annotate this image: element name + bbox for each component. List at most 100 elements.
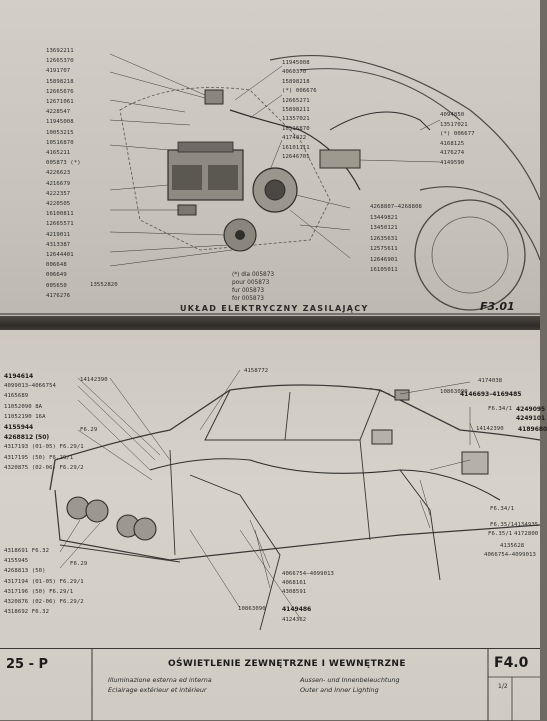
bottom-left-part-2: 4165689 bbox=[4, 393, 29, 400]
label-14142390-b: 14142390 bbox=[476, 426, 504, 432]
top-mid-part-3: (*) 006676 bbox=[282, 88, 317, 95]
subtitle-german: Aussen- und Innenbeleuchtung bbox=[300, 676, 400, 684]
label-f6-35-1-a: F6.35/1 bbox=[490, 522, 515, 528]
bottom-left-lower-part-5: 4320876 (02-06) F6.29/2 bbox=[4, 599, 84, 605]
top-left-part-3: 15898218 bbox=[46, 78, 74, 85]
top-left-part-10: 4165211 bbox=[46, 150, 71, 156]
figure-code: F4.0 bbox=[494, 655, 529, 671]
top-mid-part-4: 12665271 bbox=[282, 97, 310, 104]
bottom-left-lower-part-3: 4317194 (01-05) F6.29/1 bbox=[4, 578, 84, 585]
bottom-left-part-8: 4317195 (50) F6.29/1 bbox=[4, 454, 74, 461]
top-left-part-19: 4313387 bbox=[46, 241, 71, 248]
bottom-left-part-6: 4268812 (50) bbox=[4, 434, 50, 442]
top-left-part-12: 4226623 bbox=[46, 170, 71, 177]
label-4189680: 4189680 bbox=[518, 426, 547, 433]
top-left-part-5: 12671061 bbox=[46, 99, 74, 105]
top-right-part-3: 4168125 bbox=[440, 140, 465, 147]
top-right-lower-part-3: 12635631 bbox=[370, 235, 398, 242]
top-note-line-2: fur 005873 bbox=[232, 288, 265, 294]
bottom-left-part-1: 4099013–4066754 bbox=[4, 383, 57, 390]
label-4172800: 4172800 bbox=[514, 531, 539, 537]
top-left-part-24: 4176276 bbox=[46, 292, 71, 299]
top-right-lower-part-0: 4268807–4268808 bbox=[370, 204, 423, 210]
top-diagram bbox=[0, 53, 541, 315]
top-mid-part-7: 10516870 bbox=[282, 125, 310, 132]
bottom-left-part-4: 11052190 16A bbox=[4, 413, 46, 420]
top-part-13552820: 13552820 bbox=[90, 282, 118, 288]
top-right-part-4: 4176274 bbox=[440, 150, 465, 157]
bottom-left-lower-part-6: 4318692 F6.32 bbox=[4, 609, 50, 616]
top-left-part-18: 4219011 bbox=[46, 231, 71, 238]
label-10863090-a: 10863090 bbox=[440, 389, 468, 395]
sheet-number: 1/2 bbox=[498, 683, 508, 690]
top-page-title: UKŁAD ELEKTRYCZNY ZASILAJĄCY bbox=[180, 304, 369, 313]
bottom-left-lower-part-4: 4317196 (50) F6.29/1 bbox=[4, 588, 74, 595]
bottom-left-lower-part-1: 4155945 bbox=[4, 558, 29, 565]
top-right-part-2: (*) 006677 bbox=[440, 131, 475, 138]
label-4066754-b: 4066754–4099013 bbox=[282, 571, 335, 577]
top-left-part-21: 006648 bbox=[46, 262, 67, 269]
top-right-part-1: 13517021 bbox=[440, 121, 468, 128]
top-mid-part-5: 15898211 bbox=[282, 107, 310, 113]
top-right-lower-part-1: 13449821 bbox=[370, 214, 398, 221]
top-left-part-7: 11945008 bbox=[46, 119, 74, 126]
top-left-part-16: 16100811 bbox=[46, 211, 74, 218]
label-4149486: 4149486 bbox=[282, 606, 312, 613]
top-note-line-1: pour 005873 bbox=[232, 280, 270, 286]
subtitle-italian: Illuminazione esterna ed interna bbox=[108, 676, 212, 684]
bottom-left-lower-part-2: 4268813 (50) bbox=[4, 568, 46, 575]
top-left-part-8: 10053215 bbox=[46, 129, 74, 136]
bottom-left-part-9: 4320875 (02-06) F6.29/2 bbox=[4, 464, 84, 471]
top-left-part-11: 005873 (*) bbox=[46, 160, 81, 167]
page-number: 25 - P bbox=[6, 657, 49, 672]
top-left-part-1: 12665370 bbox=[46, 58, 74, 65]
label-f6-29-b: F6.29 bbox=[70, 561, 88, 567]
subtitle-english: Outer and Inner Lighting bbox=[300, 686, 379, 694]
top-mid-part-8: 4174022 bbox=[282, 135, 307, 142]
top-left-part-14: 4222357 bbox=[46, 190, 71, 197]
label-4158772: 4158772 bbox=[244, 368, 269, 374]
label-4134935: 4134935 bbox=[514, 522, 539, 528]
subtitle-french: Eclairage extérieur et intérieur bbox=[108, 686, 207, 694]
label-4174038: 4174038 bbox=[478, 378, 503, 384]
top-left-part-6: 4228547 bbox=[46, 109, 71, 116]
top-note-line-0: (*) dla 005873 bbox=[232, 272, 275, 278]
label-4249095: 4249095 bbox=[516, 406, 546, 413]
label-4308591: 4308591 bbox=[282, 589, 307, 595]
label-4135628: 4135628 bbox=[500, 543, 525, 549]
bottom-left-part-7: 4317193 (01-05) F6.29/1 bbox=[4, 444, 84, 451]
label-4068161: 4068161 bbox=[282, 580, 307, 586]
bottom-left-part-0: 4194614 bbox=[4, 373, 34, 380]
top-left-part-15: 4220505 bbox=[46, 201, 71, 207]
top-right-lower-part-6: 16105011 bbox=[370, 267, 398, 273]
label-f6-34-1-b: F6.34/1 bbox=[490, 506, 515, 512]
top-mid-part-10: 12646701 bbox=[282, 154, 310, 160]
bottom-page: 4194614 4099013–4066754 4165689 11052090 8A… bbox=[0, 330, 547, 720]
label-4124362: 4124362 bbox=[282, 617, 307, 623]
label-4066754-a: 4066754–4099013 bbox=[484, 552, 537, 558]
label-f6-35-1-b: F6.35/1 bbox=[488, 531, 513, 537]
bottom-footer: 25 - P OŚWIETLENIE ZEWNĘTRZNE I WEWNĘTRZ… bbox=[0, 648, 540, 721]
bottom-left-lower-part-0: 4318691 F6.32 bbox=[4, 548, 50, 554]
top-note-line-3: for 005873 bbox=[232, 296, 264, 302]
label-f6-34-1-a: F6.34/1 bbox=[488, 406, 513, 412]
top-left-part-4: 12665676 bbox=[46, 88, 74, 95]
top-mid-part-0: 11945008 bbox=[282, 60, 310, 66]
bottom-left-part-5: 4155944 bbox=[4, 424, 34, 431]
top-right-lower-part-4: 12575611 bbox=[370, 246, 398, 252]
top-mid-part-1: 4060370 bbox=[282, 69, 307, 76]
top-left-part-0: 13692211 bbox=[46, 48, 74, 54]
label-4146693: 4146693–4169485 bbox=[460, 391, 522, 398]
top-mid-part-9: 16101111 bbox=[282, 144, 310, 151]
top-mid-part-6: 11357021 bbox=[282, 116, 310, 123]
top-right-lower-part-2: 13450121 bbox=[370, 225, 398, 231]
section-title: OŚWIETLENIE ZEWNĘTRZNE I WEWNĘTRZNE bbox=[168, 659, 406, 669]
top-left-part-17: 12665571 bbox=[46, 221, 74, 228]
top-right-part-5: 4149590 bbox=[440, 160, 465, 166]
top-right-part-0: 4094850 bbox=[440, 112, 465, 118]
bottom-left-part-3: 11052090 8A bbox=[4, 403, 43, 410]
label-4249101: 4249101 bbox=[516, 415, 546, 422]
top-left-part-23: 005650 bbox=[46, 282, 67, 289]
